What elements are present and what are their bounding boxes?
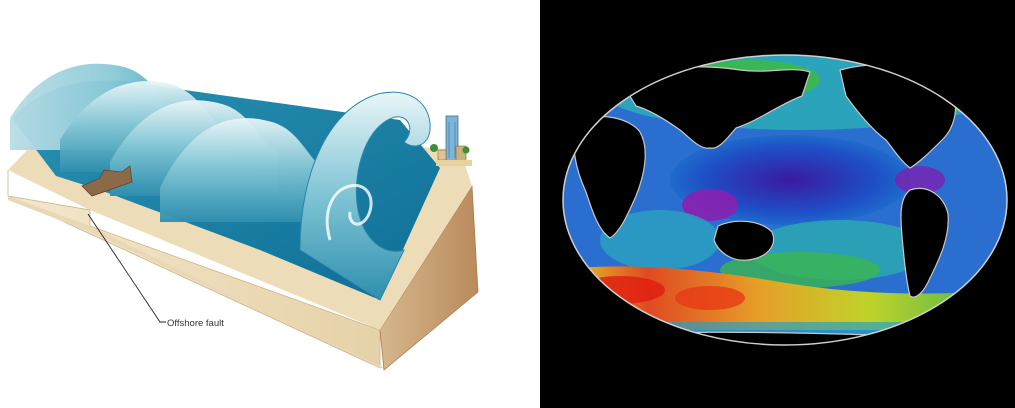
shoreline <box>436 160 472 166</box>
fault-callout-label: Offshore fault <box>167 318 224 329</box>
palm-tree <box>430 144 438 152</box>
seafloor-side-face <box>379 184 479 371</box>
house <box>437 149 447 161</box>
fault-scarp <box>81 165 133 197</box>
global-ocean-map <box>562 54 1008 346</box>
breaking-wave-curl <box>325 183 373 241</box>
ocean-data-layer <box>563 55 1007 345</box>
swell-4 <box>160 118 326 222</box>
continent-africa <box>573 115 646 239</box>
continent-europe-asia <box>619 66 811 149</box>
continent-antarctica <box>579 331 1001 345</box>
continent-greenland <box>949 64 979 94</box>
coastal-town <box>430 115 472 166</box>
palm-tree <box>462 146 470 154</box>
ocean-map-panel <box>540 0 1015 408</box>
seafloor-lower-face <box>8 196 385 368</box>
tsunami-block-diagram: Offshore fault <box>7 63 479 371</box>
continent-south-america <box>900 187 949 298</box>
tsunami-diagram-panel: Offshore fault <box>7 63 479 371</box>
globe-outline <box>562 54 1008 346</box>
fault-callout-line <box>87 213 166 323</box>
seafloor-front-face <box>7 170 381 369</box>
breaking-wave <box>299 91 431 301</box>
continent-australia <box>713 220 775 261</box>
